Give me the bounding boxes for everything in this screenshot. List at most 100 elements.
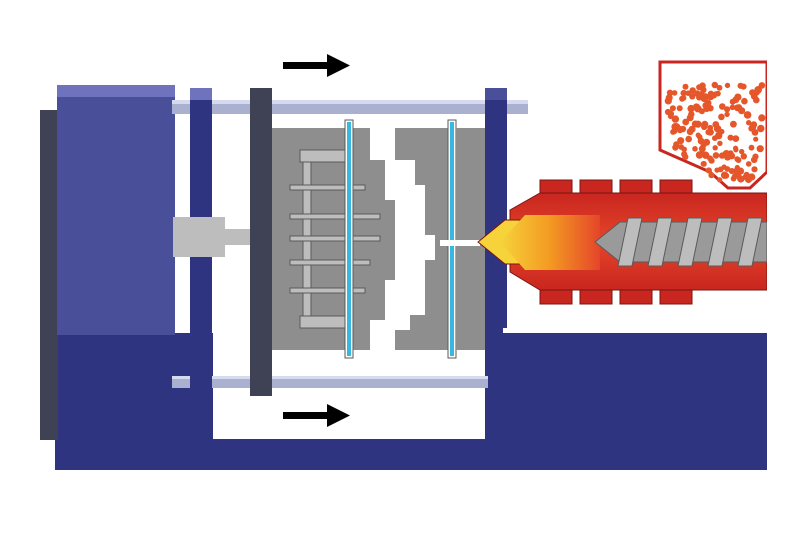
pellet	[716, 84, 723, 91]
pellet	[708, 157, 715, 164]
pellet	[719, 103, 726, 110]
pellet	[688, 111, 695, 118]
pellet	[713, 125, 722, 133]
pellet	[745, 161, 752, 167]
pellet	[664, 108, 672, 116]
pellet	[729, 98, 736, 105]
pellet	[671, 115, 680, 123]
pellet	[708, 172, 715, 179]
pellet	[727, 134, 734, 141]
pellet	[732, 135, 740, 143]
pellet	[667, 113, 674, 120]
pellet	[682, 118, 690, 126]
pellet	[717, 177, 723, 183]
piston-block	[173, 217, 225, 257]
pellet	[712, 91, 719, 97]
pellet	[707, 128, 714, 136]
clamp-cylinder-shadow	[40, 110, 58, 440]
pellet	[740, 153, 747, 160]
fixed-mold-half	[395, 128, 448, 350]
melt-flow	[500, 215, 600, 270]
pellet	[700, 160, 707, 167]
edge-mask	[767, 0, 800, 533]
pellet	[705, 167, 712, 174]
pellet	[685, 135, 692, 143]
pellet	[700, 151, 706, 157]
clamp-cylinder-top	[57, 85, 175, 97]
pellet	[702, 103, 709, 109]
base-cutout-right	[503, 300, 767, 333]
pellet	[715, 131, 723, 140]
rear-platen-top	[190, 88, 212, 100]
pellet	[679, 95, 686, 102]
pellet	[758, 82, 766, 89]
pellet	[752, 153, 759, 160]
heater-bands	[539, 179, 693, 305]
pellet	[734, 93, 742, 101]
pellet	[751, 129, 759, 136]
pellet	[724, 106, 731, 113]
pellet	[729, 104, 736, 111]
pellet	[700, 94, 708, 103]
pellet	[748, 126, 754, 132]
pellet	[753, 96, 760, 104]
pellet	[698, 145, 706, 153]
pellet	[739, 148, 745, 155]
pellet	[680, 89, 687, 97]
pellet	[724, 82, 731, 89]
cooling-channel-fixed-fill	[450, 122, 454, 356]
pellet	[720, 171, 729, 179]
pellet	[717, 140, 723, 147]
fixed-platen	[485, 88, 507, 328]
pellet	[758, 114, 766, 122]
pellet	[717, 166, 724, 173]
moving-platen	[250, 88, 272, 396]
pellet	[747, 174, 754, 180]
pellet	[669, 105, 676, 112]
pellet	[734, 164, 740, 171]
pellet	[743, 111, 752, 119]
pellet	[697, 137, 705, 145]
pellet	[695, 132, 701, 138]
pellet	[748, 144, 755, 151]
pellet	[681, 146, 687, 153]
pellet	[692, 146, 698, 152]
pellet	[688, 125, 696, 133]
pellet	[671, 90, 678, 96]
screw-flights	[617, 217, 763, 267]
pellet	[712, 152, 720, 159]
pellet	[677, 137, 685, 145]
pellet	[707, 90, 715, 97]
pellet	[753, 136, 759, 142]
pellet	[689, 87, 696, 94]
pellet	[676, 105, 683, 112]
fixed-mold-back	[456, 128, 485, 350]
pellet	[696, 94, 703, 101]
pellet	[694, 105, 702, 113]
pellet	[734, 104, 741, 112]
pellet	[730, 120, 737, 128]
pellet	[701, 120, 709, 128]
pellet	[718, 152, 726, 159]
pellet	[679, 125, 687, 133]
pellet	[740, 83, 747, 90]
clamp-cylinder	[57, 85, 175, 335]
cooling-channel-moving-fill	[347, 122, 351, 356]
pellet	[712, 145, 718, 151]
pellet	[673, 141, 680, 148]
plastic-pellets	[664, 81, 766, 183]
pellet	[687, 104, 695, 113]
piston-rod	[225, 229, 255, 245]
pellet	[733, 145, 739, 151]
pellet	[718, 113, 725, 121]
pellet	[694, 120, 702, 128]
fixed-platen-top	[485, 88, 507, 100]
tie-bar-bottom-shine	[172, 376, 488, 379]
pellet	[746, 120, 752, 126]
pellet	[671, 123, 679, 131]
pellet	[734, 156, 740, 162]
arrow-right-icon	[283, 404, 350, 427]
pellet	[665, 94, 673, 102]
